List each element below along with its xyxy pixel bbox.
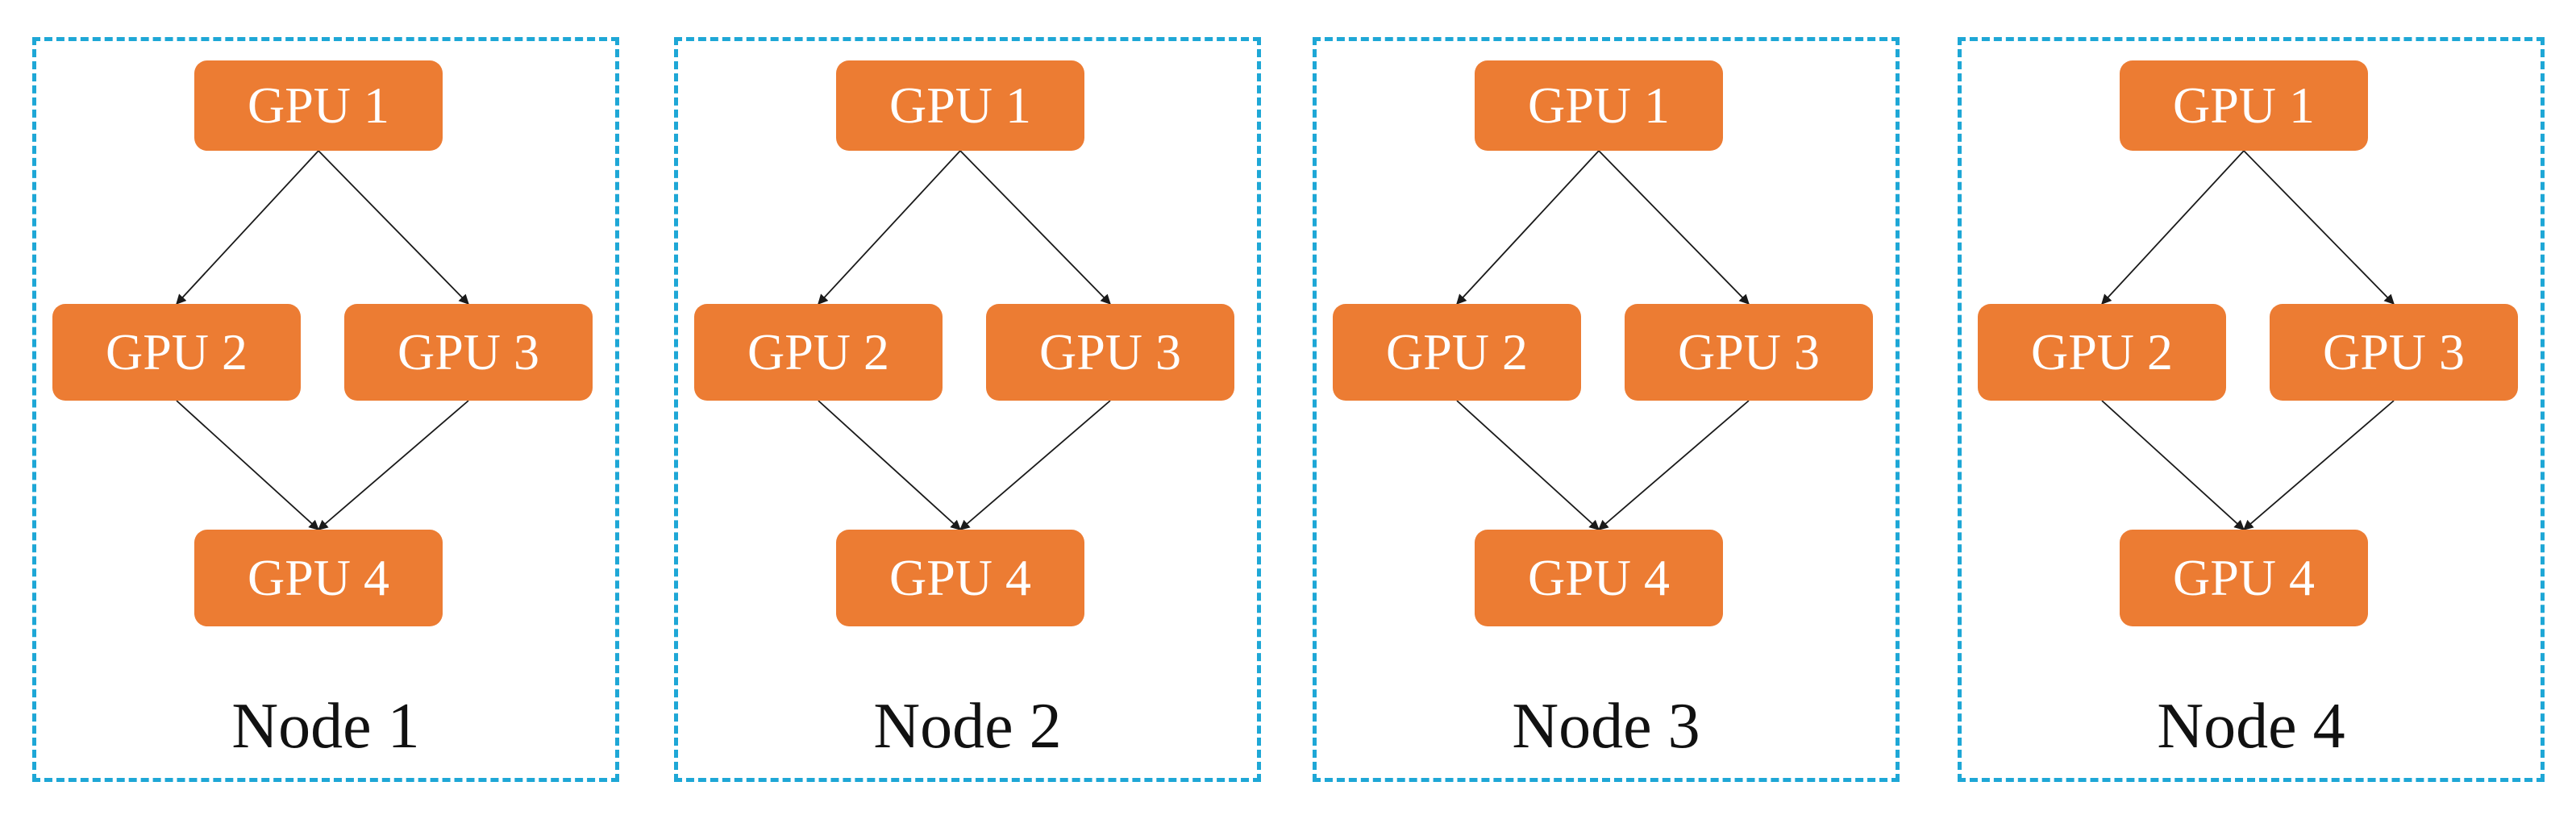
edge-gpu3-to-gpu4 xyxy=(318,400,469,530)
edge-gpu1-to-gpu2 xyxy=(176,150,319,305)
edge-gpu1-to-gpu3 xyxy=(318,150,469,305)
node-3-gpu-4: GPU 4 xyxy=(1475,530,1723,626)
node-4-gpu-3: GPU 3 xyxy=(2270,304,2518,401)
node-2-gpu-3: GPU 3 xyxy=(986,304,1234,401)
node-1-edges xyxy=(176,150,469,530)
node-3-gpu-2: GPU 2 xyxy=(1333,304,1581,401)
edge-gpu1-to-gpu3 xyxy=(1598,150,1750,305)
edge-gpu3-to-gpu4 xyxy=(959,400,1111,530)
node-4-gpu-1: GPU 1 xyxy=(2120,60,2368,151)
edge-gpu2-to-gpu4 xyxy=(818,400,961,530)
node-3-gpu-3: GPU 3 xyxy=(1625,304,1873,401)
node-4-gpu-4: GPU 4 xyxy=(2120,530,2368,626)
node-4-label: Node 4 xyxy=(2157,691,2345,762)
node-2-edges xyxy=(818,150,1111,530)
node-4-box: GPU 1 GPU 2 GPU 3 GPU 4 Node 4 xyxy=(1958,37,2545,782)
edge-gpu1-to-gpu3 xyxy=(959,150,1111,305)
node-4-gpu-2: GPU 2 xyxy=(1978,304,2226,401)
node-3-gpu-1: GPU 1 xyxy=(1475,60,1723,151)
node-1-gpu-4: GPU 4 xyxy=(194,530,443,626)
node-3-box: GPU 1 GPU 2 GPU 3 GPU 4 Node 3 xyxy=(1313,37,1900,782)
node-1-gpu-2: GPU 2 xyxy=(52,304,301,401)
edge-gpu1-to-gpu2 xyxy=(1456,150,1600,305)
node-2-label: Node 2 xyxy=(873,691,1062,762)
edge-gpu1-to-gpu3 xyxy=(2243,150,2395,305)
node-4-edges xyxy=(2101,150,2395,530)
node-1-box: GPU 1 GPU 2 GPU 3 GPU 4 Node 1 xyxy=(32,37,619,782)
node-2-gpu-4: GPU 4 xyxy=(836,530,1084,626)
node-3-label: Node 3 xyxy=(1512,691,1700,762)
edge-gpu2-to-gpu4 xyxy=(176,400,319,530)
edge-gpu1-to-gpu2 xyxy=(2101,150,2245,305)
edge-gpu3-to-gpu4 xyxy=(2243,400,2395,530)
node-1-gpu-1: GPU 1 xyxy=(194,60,443,151)
edge-gpu2-to-gpu4 xyxy=(1456,400,1600,530)
edge-gpu3-to-gpu4 xyxy=(1598,400,1750,530)
node-2-gpu-2: GPU 2 xyxy=(694,304,943,401)
node-2-box: GPU 1 GPU 2 GPU 3 GPU 4 Node 2 xyxy=(674,37,1261,782)
node-1-label: Node 1 xyxy=(231,691,420,762)
edge-gpu2-to-gpu4 xyxy=(2101,400,2245,530)
node-1-gpu-3: GPU 3 xyxy=(344,304,593,401)
edge-gpu1-to-gpu2 xyxy=(818,150,961,305)
node-3-edges xyxy=(1456,150,1750,530)
node-2-gpu-1: GPU 1 xyxy=(836,60,1084,151)
